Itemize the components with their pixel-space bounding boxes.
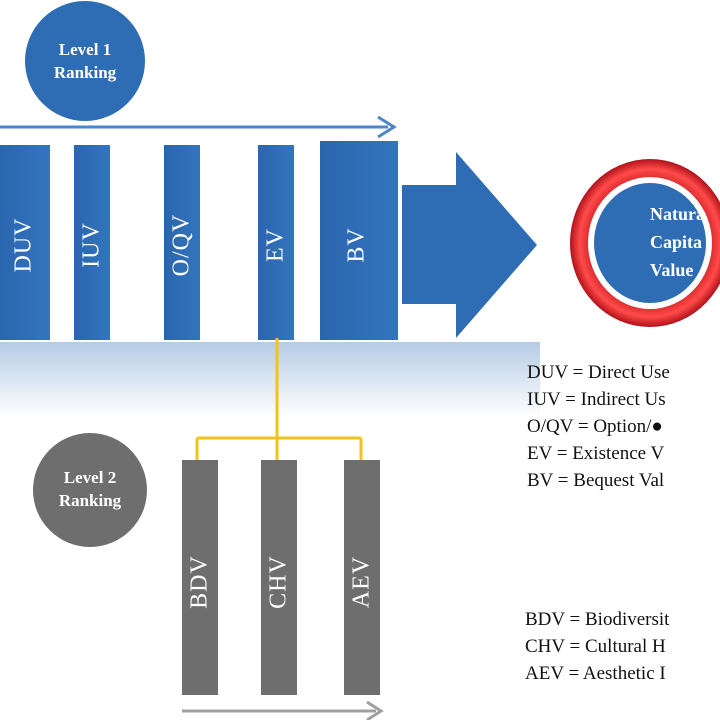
big-blue-arrow [402,152,537,338]
level1-direction-arrow [0,115,397,139]
bar-chv [261,460,297,695]
bar-label-duv: DUV [10,217,37,273]
level1-bars [0,141,398,340]
bar-label-ev: EV [262,228,289,262]
bar-duv [0,145,50,340]
legend-chv: CHV = Cultural H [525,636,666,657]
legend-oqv: O/QV = Option/● [527,416,663,437]
bar-ev [258,145,294,340]
level1-ranking-line1: Level 1 [58,40,112,59]
natural-capital-value-label: Natura Capita Value [604,200,720,284]
level1-ranking-label: Level 1 Ranking [35,38,135,84]
bar-label-aev: AEV [348,555,375,609]
bar-iuv [74,145,110,340]
bar-label-bdv: BDV [186,555,213,609]
level2-ranking-label: Level 2 Ranking [40,466,140,512]
bar-oqv [164,145,200,340]
target-line3: Value [650,260,694,280]
level1-ranking-line2: Ranking [53,63,117,82]
bar-label-chv: CHV [265,555,292,609]
bars-reflection [0,342,540,417]
legend-ev: EV = Existence V [527,443,665,464]
level2-ranking-circle [33,433,147,547]
target-line2: Capita [650,232,703,252]
bar-bdv [182,460,218,695]
level2-ranking-line2: Ranking [58,491,122,510]
bar-bv [320,141,398,340]
legend-duv: DUV = Direct Use [527,362,670,383]
legend-iuv: IUV = Indirect Us [527,389,666,410]
bar-label-oqv: O/QV [168,213,195,277]
target-line1: Natura [650,204,705,224]
legend-aev: AEV = Aesthetic I [525,663,666,684]
level2-connector [195,338,363,460]
level2-legend: BDV = Biodiversit CHV = Cultural H AEV =… [525,606,720,687]
natural-capital-target [570,159,720,327]
legend-bdv: BDV = Biodiversit [525,609,670,630]
bar-aev [344,460,380,695]
level1-ranking-circle [25,1,145,121]
bar-label-iuv: IUV [78,222,105,268]
level1-legend: DUV = Direct Use IUV = Indirect Us O/QV … [527,359,720,494]
level2-direction-arrow [182,700,384,720]
level2-ranking-line1: Level 2 [63,468,117,487]
bar-label-bv: BV [343,227,370,263]
legend-bv: BV = Bequest Val [527,470,665,491]
level2-bars [182,460,380,695]
